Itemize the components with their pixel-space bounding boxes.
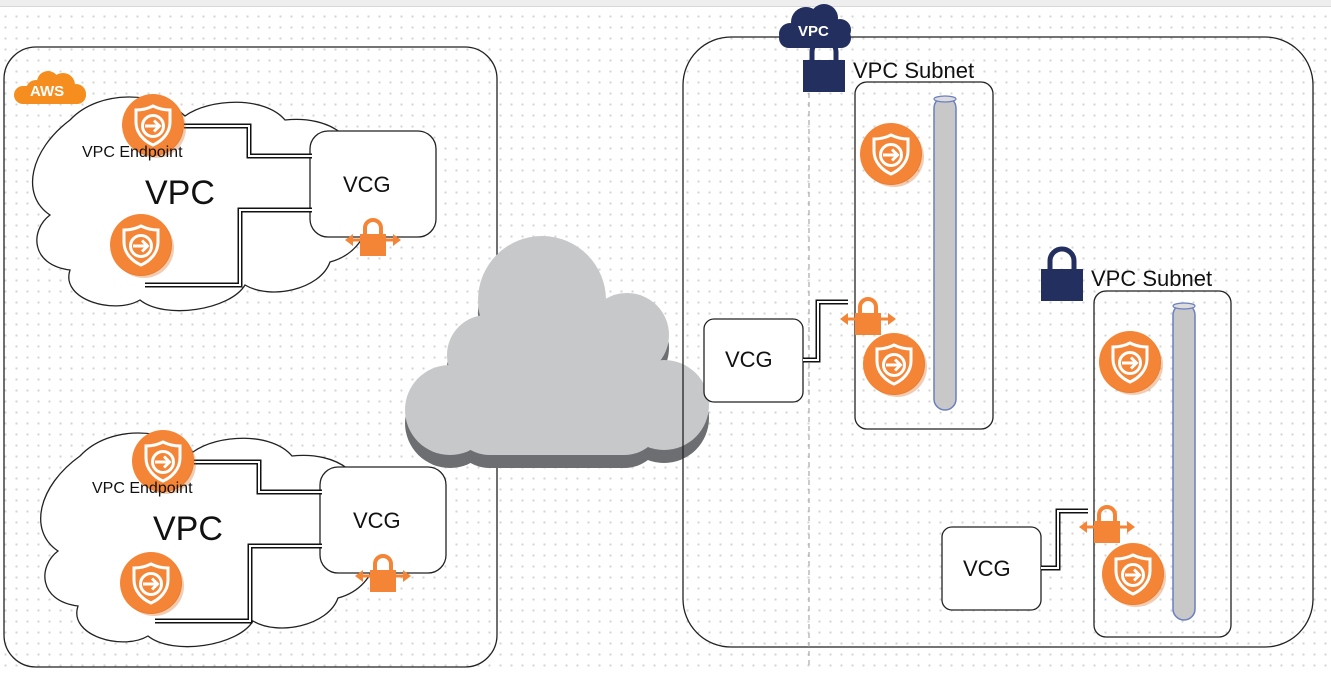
connector-left-top-2 <box>145 207 312 288</box>
vpc-badge-label: VPC <box>798 23 829 40</box>
top-toolbar-strip <box>0 0 1331 7</box>
vpc-subnet-label: VPC Subnet <box>1091 266 1213 291</box>
subnet-bus-bottom <box>1172 302 1196 621</box>
vpc-subnet-bottom[interactable] <box>1093 290 1232 638</box>
connector-left-top-1 <box>184 123 312 159</box>
connector-right-low <box>1041 508 1088 571</box>
internet-cloud-icon[interactable] <box>405 236 709 468</box>
vpc-cloud-badge-icon <box>779 4 851 48</box>
vpc-endpoint-icon[interactable] <box>861 331 929 399</box>
connector-right-mid <box>803 299 848 363</box>
connector-left-bottom-2 <box>155 543 322 624</box>
vcg-label: VCG <box>353 508 401 533</box>
vpc-label: VPC <box>145 174 215 212</box>
vcg-label: VCG <box>725 347 773 372</box>
vpc-endpoint-icon[interactable] <box>1100 541 1168 609</box>
vpc-region-boundary[interactable] <box>682 36 1314 648</box>
vpc-label: VPC <box>153 510 223 548</box>
vpn-lock-icon[interactable] <box>838 297 898 337</box>
subnet-bus-top <box>933 95 957 411</box>
vcg-label: VCG <box>343 172 391 197</box>
vpc-endpoint-label: VPC Endpoint <box>92 480 193 497</box>
vpc-endpoint-icon[interactable] <box>858 121 926 189</box>
vpc-endpoint-label: VPC Endpoint <box>82 144 183 161</box>
aws-cloud-badge-icon <box>14 71 86 104</box>
vcg-label: VCG <box>963 556 1011 581</box>
vpc-subnet-label: VPC Subnet <box>853 58 975 83</box>
vpc-subnet-top[interactable] <box>854 81 994 430</box>
aws-badge-label: AWS <box>30 83 65 100</box>
padlock-icon <box>1041 249 1083 301</box>
vpc-endpoint-icon[interactable] <box>1097 329 1165 397</box>
connector-left-bottom-1 <box>194 459 322 495</box>
